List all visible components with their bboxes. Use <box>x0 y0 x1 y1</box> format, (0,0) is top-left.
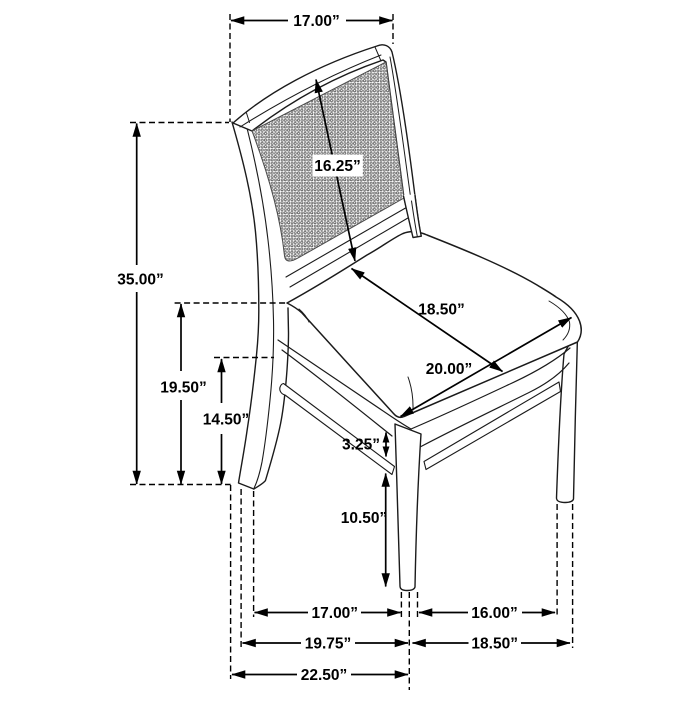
svg-text:16.00”: 16.00” <box>471 605 518 622</box>
svg-text:3.25”: 3.25” <box>342 437 380 454</box>
svg-text:20.00”: 20.00” <box>426 361 473 378</box>
svg-text:18.50”: 18.50” <box>418 302 465 319</box>
svg-text:16.25”: 16.25” <box>314 158 361 175</box>
svg-text:22.50”: 22.50” <box>301 667 348 684</box>
svg-text:14.50”: 14.50” <box>203 412 250 429</box>
svg-text:19.75”: 19.75” <box>305 636 352 653</box>
svg-text:35.00”: 35.00” <box>117 272 164 289</box>
svg-text:17.00”: 17.00” <box>312 605 359 622</box>
svg-text:17.00”: 17.00” <box>293 13 340 30</box>
svg-text:18.50”: 18.50” <box>471 636 518 653</box>
svg-text:10.50”: 10.50” <box>341 510 388 527</box>
svg-text:19.50”: 19.50” <box>160 380 207 397</box>
